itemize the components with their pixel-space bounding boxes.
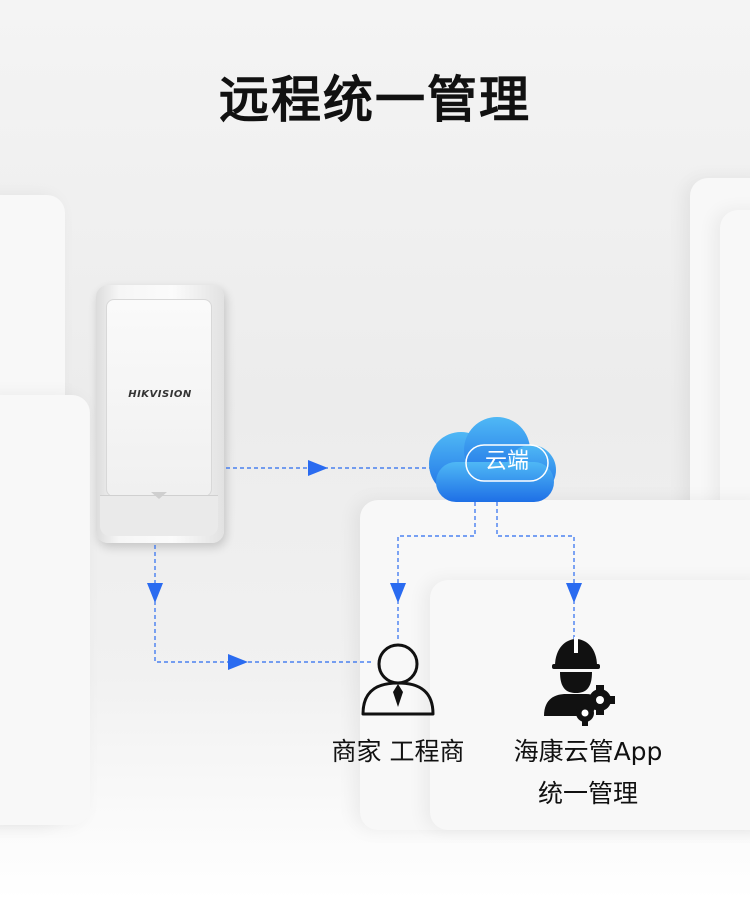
person-icon bbox=[363, 645, 433, 714]
device-to-dealer-link bbox=[155, 545, 372, 662]
arrow-icon bbox=[147, 583, 163, 603]
arrow-icon bbox=[308, 460, 328, 476]
engineer-gear-icon bbox=[544, 637, 615, 726]
cloud-to-dealer-link bbox=[398, 502, 475, 640]
arrow-icon bbox=[228, 654, 248, 670]
arrow-icon bbox=[390, 583, 406, 603]
arrow-icon bbox=[566, 583, 582, 603]
app-label: 海康云管App bbox=[488, 732, 688, 768]
cloud-label: 云端 bbox=[467, 444, 547, 480]
dealer-label: 商家 工程商 bbox=[300, 732, 496, 768]
cloud-to-app-link bbox=[497, 502, 574, 640]
app-sublabel: 统一管理 bbox=[488, 774, 688, 810]
